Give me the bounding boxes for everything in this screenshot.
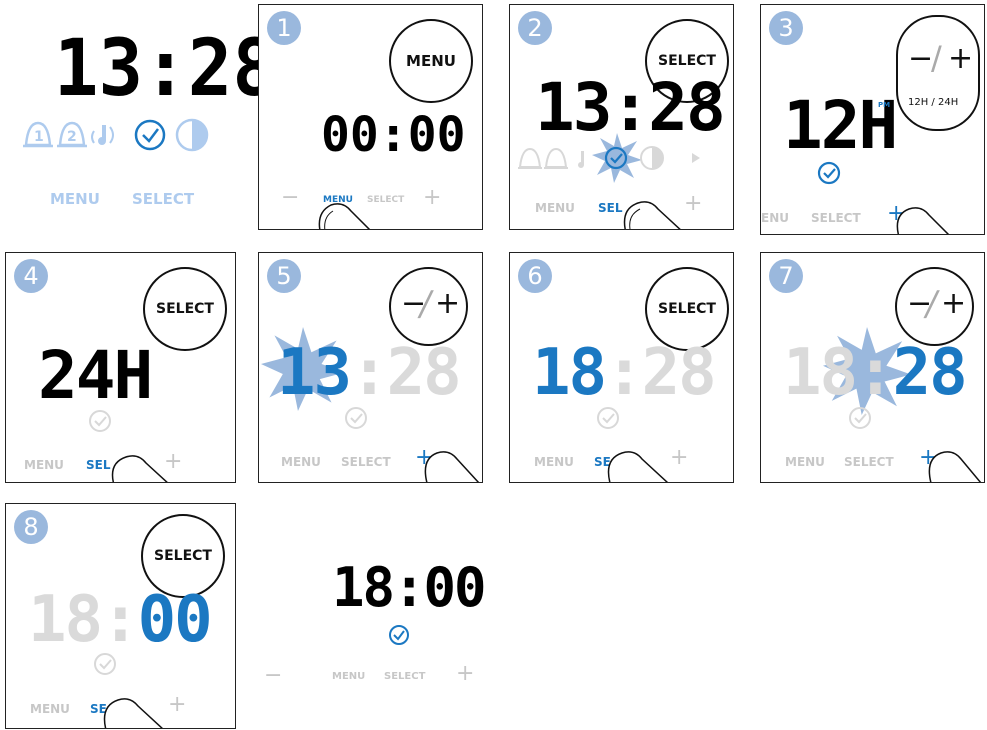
clock-check-icon	[343, 405, 369, 431]
alarm-1-label: 1	[34, 129, 44, 145]
step-4-badge: 4	[14, 259, 48, 293]
step-2-badge: 2	[518, 11, 552, 45]
step-3-pm-indicator: PM	[878, 101, 890, 109]
step-1-plus: +	[423, 185, 441, 210]
step-7-panel: 7 − / + 18:28 MENU SELECT +	[760, 252, 985, 483]
result-display: 18:00 − MENU SELECT +	[258, 503, 483, 729]
colon: :	[605, 336, 642, 410]
step-2-icons	[516, 143, 706, 175]
step-1-menu-button[interactable]: MENU	[389, 19, 473, 103]
step-4-menu-label: MENU	[24, 458, 64, 472]
finger-pointer-icon	[419, 449, 483, 483]
step-2-panel: 2 SELECT 13:28 MENU SEL +	[509, 4, 734, 230]
overview-menu-label: MENU	[50, 190, 100, 208]
step-4-panel: 4 SELECT 24H MENU SEL +	[5, 252, 236, 483]
play-arrow-icon	[692, 153, 700, 163]
result-select-label: SELECT	[384, 671, 425, 682]
step-7-display: 18:28	[783, 341, 966, 405]
step-3-menu-label: ENU	[761, 211, 789, 225]
clock-check-icon	[92, 651, 118, 677]
step-5-badge: 5	[267, 259, 301, 293]
step-8-panel: 8 SELECT 18:00 MENU SE +	[5, 503, 236, 729]
finger-pointer-icon	[98, 696, 178, 729]
clock-check-icon	[136, 121, 164, 149]
brightness-icon	[641, 147, 663, 169]
step-1-display: 00:00	[321, 111, 466, 159]
radio-music-icon	[92, 125, 113, 145]
result-menu-label: MENU	[332, 671, 365, 682]
step-5-plusminus-button[interactable]: − / +	[389, 267, 468, 346]
brightness-icon	[177, 120, 207, 150]
clock-check-icon	[387, 623, 411, 647]
colon: :	[350, 336, 387, 410]
clock-check-icon	[847, 405, 873, 431]
hours-digits: 18	[783, 336, 856, 410]
minutes-digits: 28	[642, 336, 715, 410]
step-1-panel: 1 MENU 00:00 − MENU SELECT +	[258, 4, 483, 230]
clock-check-icon	[87, 408, 113, 434]
step-3-plusminus-button[interactable]: − / + 12H / 24H	[896, 15, 980, 131]
step-6-badge: 6	[518, 259, 552, 293]
step-1-minus: −	[281, 185, 299, 210]
hours-digits: 13	[277, 336, 350, 410]
step-5-menu-label: MENU	[281, 455, 321, 469]
step-7-badge: 7	[769, 259, 803, 293]
clock-check-icon	[595, 405, 621, 431]
finger-pointer-icon	[602, 449, 682, 483]
overview-time: 13:28	[54, 30, 277, 108]
plus-symbol: +	[941, 289, 966, 319]
finger-pointer-icon	[891, 205, 961, 235]
step-6-panel: 6 SELECT 18:28 MENU SE +	[509, 252, 734, 483]
step-4-select-button[interactable]: SELECT	[143, 267, 227, 351]
finger-pointer-icon	[313, 201, 383, 230]
step-3-panel: 3 − / + 12H / 24H 12H PM ENU SELECT +	[760, 4, 985, 235]
step-1-badge: 1	[267, 11, 301, 45]
minutes-digits: 28	[387, 336, 460, 410]
radio-music-icon	[578, 151, 584, 168]
finger-pointer-icon	[106, 453, 186, 483]
alarm-2-label: 2	[67, 129, 77, 145]
clock-check-icon	[816, 160, 842, 186]
plus-symbol: +	[435, 289, 460, 319]
minus-symbol: −	[908, 41, 933, 76]
result-time: 18:00	[332, 561, 485, 615]
colon: :	[101, 583, 138, 657]
step-3-select-label: SELECT	[811, 211, 861, 225]
plus-symbol: +	[948, 41, 973, 76]
step-2-menu-label: MENU	[535, 201, 575, 215]
overview-icons: 1 2	[20, 115, 220, 155]
minutes-digits: 00	[138, 583, 211, 657]
step-5-panel: 5 − / + 13:28 MENU SELECT +	[258, 252, 483, 483]
step-6-display: 18:28	[532, 341, 715, 405]
step-5-display: 13:28	[277, 341, 460, 405]
overview-select-label: SELECT	[132, 190, 194, 208]
step-5-select-label: SELECT	[341, 455, 391, 469]
slash-symbol: /	[931, 39, 942, 77]
alarm-2-icon	[544, 149, 568, 168]
step-3-badge: 3	[769, 11, 803, 45]
result-plus: +	[456, 661, 474, 686]
alarm-1-icon	[518, 149, 542, 168]
clock-check-icon	[606, 148, 626, 168]
result-minus: −	[264, 663, 282, 688]
step-8-display: 18:00	[28, 588, 211, 652]
step-7-menu-label: MENU	[785, 455, 825, 469]
minutes-digits: 28	[893, 336, 966, 410]
step-7-select-label: SELECT	[844, 455, 894, 469]
finger-pointer-icon	[618, 199, 698, 230]
overview-display: 13:28 1 2 MENU SELECT	[0, 0, 240, 230]
finger-pointer-icon	[923, 449, 985, 483]
step-8-badge: 8	[14, 510, 48, 544]
step-2-display: 13:28	[535, 75, 724, 141]
step-8-menu-label: MENU	[30, 702, 70, 716]
step-3-button-sub: 12H / 24H	[908, 97, 958, 108]
step-6-menu-label: MENU	[534, 455, 574, 469]
step-4-display: 24H	[38, 343, 151, 409]
hours-digits: 18	[532, 336, 605, 410]
colon: :	[856, 336, 893, 410]
hours-digits: 18	[28, 583, 101, 657]
